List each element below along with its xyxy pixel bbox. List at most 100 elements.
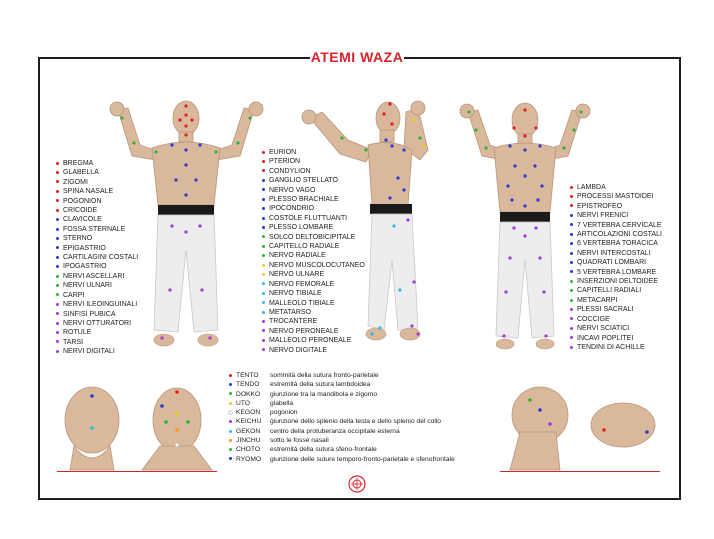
list-item-label: ROTULE bbox=[63, 329, 92, 337]
legend-abbr: KEGON bbox=[236, 409, 261, 417]
legend-desc: centro della protuberanza occipitale est… bbox=[270, 427, 400, 435]
color-dot-icon bbox=[262, 207, 265, 211]
list-item: 6 VERTEBRA TORACICA bbox=[570, 239, 662, 248]
list-item-label: CRICOIDE bbox=[63, 207, 98, 215]
color-dot-icon bbox=[570, 307, 573, 311]
color-dot-icon bbox=[262, 301, 265, 305]
list-item: CARPI bbox=[56, 291, 138, 300]
list-item: CONDYLION bbox=[262, 167, 365, 176]
legend-abbr: KEICHU bbox=[236, 418, 262, 426]
list-item-label: METATARSO bbox=[269, 308, 311, 316]
list-item-label: STERNO bbox=[63, 235, 93, 243]
list-item: NERVI ILEOINGUINALI bbox=[56, 300, 138, 309]
list-item-label: PLESSO LOMBARE bbox=[269, 224, 334, 232]
head-baseline-left bbox=[57, 471, 217, 472]
color-dot-icon bbox=[262, 160, 265, 164]
color-dot-icon bbox=[262, 216, 265, 220]
color-dot-icon bbox=[262, 282, 265, 286]
list-item: EPIGASTRIO bbox=[56, 244, 138, 253]
list-item: PLESSI SACRALI bbox=[570, 305, 662, 314]
color-dot-icon bbox=[262, 178, 265, 182]
color-dot-icon bbox=[570, 279, 573, 283]
legend-desc: giunzione dello splenio della testa e de… bbox=[270, 418, 442, 426]
color-dot-icon bbox=[56, 321, 59, 325]
list-item-label: PROCESSI MASTOIDEI bbox=[577, 193, 654, 201]
list-item-label: TENDINI DI ACHILLE bbox=[577, 343, 645, 351]
list-item: SINFISI PUBICA bbox=[56, 310, 138, 319]
legend-abbr: TENTO bbox=[236, 372, 259, 379]
list-item-label: INSERZIONI DELTOIDEE bbox=[577, 278, 659, 286]
legend-abbr: CHOTO bbox=[236, 446, 261, 454]
color-dot-icon bbox=[56, 302, 59, 306]
list-item: GANGLIO STELLATO bbox=[262, 176, 365, 185]
list-item: IPOCONDRIO bbox=[262, 204, 365, 213]
color-dot-icon bbox=[570, 213, 573, 217]
color-dot-icon bbox=[262, 291, 265, 295]
legend-abbr: GEKON bbox=[236, 427, 261, 435]
list-item-label: ZIGOMI bbox=[63, 178, 88, 186]
color-dot-icon bbox=[262, 263, 265, 267]
list-item: NERVO VAGO bbox=[262, 186, 365, 195]
poster-title: ATEMI WAZA bbox=[310, 44, 404, 70]
color-dot-icon bbox=[262, 254, 265, 258]
list-item-label: 5 VERTEBRA LOMBARE bbox=[577, 268, 657, 276]
color-dot-icon bbox=[229, 448, 232, 452]
list-item-label: QUADRATI LOMBARI bbox=[577, 259, 647, 267]
color-dot-icon bbox=[56, 161, 59, 165]
color-dot-icon bbox=[229, 401, 232, 405]
list-item: EPISTROFEO bbox=[570, 202, 662, 211]
color-dot-icon bbox=[262, 150, 265, 154]
legend-desc: estremità della sutura sfeno-frontale bbox=[270, 446, 377, 454]
list-item: INCAVI POPLITEI bbox=[570, 334, 662, 343]
list-item: STERNO bbox=[56, 234, 138, 243]
list-item-label: IPOCONDRIO bbox=[269, 205, 315, 213]
head-baseline-right bbox=[500, 471, 660, 472]
list-item: MALLEOLO TIBIALE bbox=[262, 299, 365, 308]
list-item: PROCESSI MASTOIDEI bbox=[570, 192, 662, 201]
color-dot-icon bbox=[56, 255, 59, 259]
back-points bbox=[467, 108, 583, 338]
list-item: TENDINI DI ACHILLE bbox=[570, 343, 662, 352]
list-item-label: CLAVICOLE bbox=[63, 216, 102, 224]
list-item: TARSI bbox=[56, 338, 138, 347]
color-dot-icon bbox=[229, 457, 232, 461]
list-item-label: PLESSO BRACHIALE bbox=[269, 196, 339, 204]
list-item: CLAVICOLE bbox=[56, 215, 138, 224]
color-dot-icon bbox=[570, 195, 573, 199]
list-item: POGONION bbox=[56, 197, 138, 206]
list-item: PTERION bbox=[262, 157, 365, 166]
color-dot-icon bbox=[56, 349, 59, 353]
color-dot-icon bbox=[262, 244, 265, 248]
list-item-label: SPINA NASALE bbox=[63, 188, 114, 196]
list-item: CAPITELLO RADIALE bbox=[262, 242, 365, 251]
legend-row: GEKON centro della protuberanza occipital… bbox=[229, 427, 455, 436]
color-dot-icon bbox=[56, 340, 59, 344]
color-dot-icon bbox=[262, 319, 265, 323]
list-item: CRICOIDE bbox=[56, 206, 138, 215]
list-item: NERVI ASCELLARI bbox=[56, 272, 138, 281]
list-item: ROTULE bbox=[56, 328, 138, 337]
list-item: NERVI FRENICI bbox=[570, 211, 662, 220]
list-item: ARTICOLAZIONI COSTALI bbox=[570, 230, 662, 239]
list-item-label: NERVO RADIALE bbox=[269, 252, 326, 260]
list-item: NERVI DIGITALI bbox=[56, 347, 138, 356]
list-item: CARTILAGINI COSTALI bbox=[56, 253, 138, 262]
color-dot-icon bbox=[56, 293, 59, 297]
color-dot-icon bbox=[56, 265, 59, 269]
list-item: CAPITELLI RADIALI bbox=[570, 286, 662, 295]
list-item-label: EPISTROFEO bbox=[577, 202, 623, 210]
legend-desc: giunzione delle suture temporo-fronto-pa… bbox=[270, 455, 455, 463]
list-item-label: CARPI bbox=[63, 291, 85, 299]
list-item: QUADRATI LOMBARI bbox=[570, 258, 662, 267]
list-item: NERVO MUSCOLOCUTANEO bbox=[262, 261, 365, 270]
legend-desc: giunzione tra la mandibola e zigomo bbox=[270, 390, 378, 398]
color-dot-icon bbox=[570, 185, 573, 189]
